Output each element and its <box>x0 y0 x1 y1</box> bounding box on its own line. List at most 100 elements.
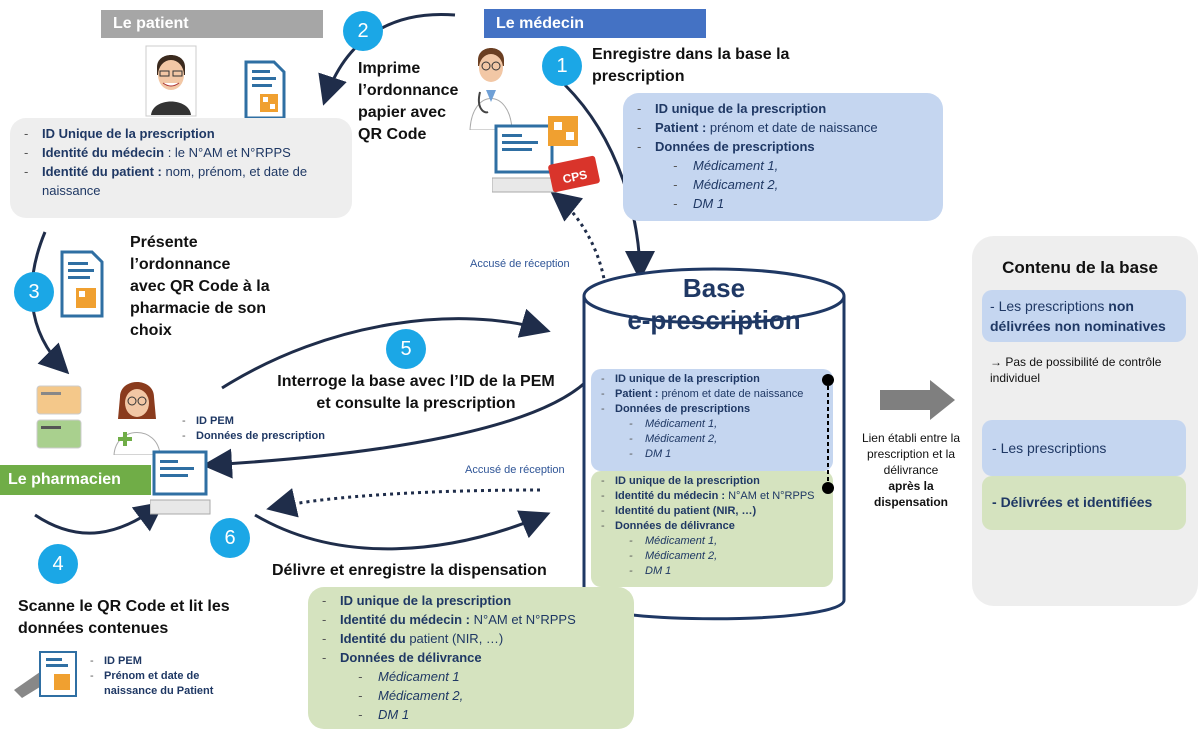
medecin-tag-label: Le médecin <box>496 14 585 32</box>
arrow-step-6 <box>254 510 551 551</box>
base-delivery-box: ID unique de la prescription Identité du… <box>591 471 833 587</box>
contenu-title: Contenu de la base <box>1002 258 1158 277</box>
scan-data-list: ID PEM Prénom et date de naissance du Pa… <box>88 654 238 699</box>
medecin-tag: Le médecin <box>484 9 706 38</box>
pharmacien-tag-label: Le pharmacien <box>8 471 121 488</box>
delivery-box-line-3-key: Identité du <box>340 631 406 646</box>
patient-box-line-3-value: nom, prénom, et date de naissance <box>42 164 308 198</box>
delivery-box-line-1: ID unique de la prescription <box>340 593 512 608</box>
pharmacien-data-list: ID PEM Données de prescription <box>180 414 350 444</box>
scan-data-line-1: ID PEM <box>104 655 142 667</box>
contenu-item-4: Délivrées et identifiées <box>1000 494 1153 510</box>
base-prescription-box: ID unique de la prescription Patient : p… <box>591 369 833 471</box>
patient-box-line-3-key: Identité du patient : <box>42 164 162 179</box>
step-1-badge: 1 <box>542 46 582 86</box>
step-1-text: Enregistre dans la base la prescription <box>592 46 790 85</box>
base-presc-med-2: Médicament 2, <box>645 433 718 445</box>
step-6-text: Délivre et enregistre la dispensation <box>272 562 547 579</box>
medecin-box-line-2-value: prénom et date de naissance <box>706 120 878 135</box>
ack-label-1: Accusé de réception <box>470 258 570 270</box>
base-presc-dm-1: DM 1 <box>645 448 672 460</box>
base-deliv-line-2-value: N°AM et N°RPPS <box>725 490 815 502</box>
step-5-text: Interroge la base avec l’ID de la PEM et… <box>277 373 555 412</box>
medecin-box-line-2-key: Patient : <box>655 120 707 135</box>
base-deliv-med-2: Médicament 2, <box>645 550 718 562</box>
delivery-box-line-3-value: patient (NIR, …) <box>405 631 504 646</box>
base-deliv-line-1: ID unique de la prescription <box>615 475 760 487</box>
step-2-text: Imprime l’ordonnance papier avec QR Code <box>358 60 459 143</box>
contenu-note: → Pas de possibilité de contrôle individ… <box>990 355 1162 385</box>
patient-tag-label: Le patient <box>113 15 189 32</box>
base-deliv-line-3-key: Identité du patient <box>615 505 710 517</box>
step-5-badge: 5 <box>386 329 426 369</box>
patient-box-line-2-value: : le N°AM et N°RPPS <box>164 145 291 160</box>
base-deliv-dm-1: DM 1 <box>645 565 672 577</box>
base-deliv-line-2-key: Identité du médecin : <box>615 490 726 502</box>
contenu-item-3: Les prescriptions <box>1000 440 1107 456</box>
delivery-box-line-4: Données de délivrance <box>340 650 482 665</box>
link-explanation-text: Lien établi entre la prescription et la … <box>861 431 961 477</box>
ack-label-2: Accusé de réception <box>465 464 565 476</box>
arrow-ack-1 <box>550 191 607 286</box>
computer-icon: CPS <box>492 116 600 193</box>
scan-data-line-2: Prénom et date de naissance du Patient <box>104 670 214 697</box>
step-6-badge: 6 <box>210 518 250 558</box>
cps-cards-icon <box>36 385 82 449</box>
contenu-item-1-a: Les prescriptions <box>998 298 1109 314</box>
contenu-item-non-delivrees: - Les prescriptions non délivrées non no… <box>982 290 1186 342</box>
prescription-paper-icon <box>244 60 286 120</box>
step-4-badge: 4 <box>38 544 78 584</box>
contenu-panel: Contenu de la base - Les prescriptions n… <box>972 236 1198 606</box>
doctor-avatar-icon <box>469 48 513 130</box>
cps-label: CPS <box>561 167 588 186</box>
medecin-box-dm-1: DM 1 <box>693 196 725 211</box>
medecin-box-med-2: Médicament 2, <box>693 177 779 192</box>
link-explanation-bold: après la dispensation <box>873 479 948 509</box>
base-presc-med-1: Médicament 1, <box>645 418 718 430</box>
pharmacien-data-line-2: Données de prescription <box>196 430 325 442</box>
prescription-paper-icon-2 <box>60 250 104 318</box>
contenu-item-prescriptions: - Les prescriptions <box>982 420 1186 476</box>
link-explanation: Lien établi entre la prescription et la … <box>856 430 966 510</box>
delivery-box-dm-1: DM 1 <box>378 707 410 722</box>
delivery-box-line-2-key: Identité du médecin : <box>340 612 471 627</box>
base-title-line-2: e-prescription <box>627 305 801 335</box>
step-2-badge: 2 <box>343 11 383 51</box>
pharmacist-avatar-icon <box>113 382 161 455</box>
grey-arrow <box>880 380 955 420</box>
link-connector <box>822 374 834 494</box>
arrow-step-5a <box>221 308 551 390</box>
base-presc-line-2-key: Patient : <box>615 388 659 400</box>
base-title-line-1: Base <box>682 273 746 303</box>
pharmacy-computer-icon <box>150 450 211 515</box>
base-title: Base e-prescription <box>600 272 828 336</box>
base-deliv-line-4: Données de délivrance <box>615 520 735 532</box>
pharmacien-data-line-1: ID PEM <box>196 415 234 427</box>
step-4-text: Scanne le QR Code et lit les données con… <box>18 598 230 637</box>
scanner-icon <box>14 651 77 698</box>
medecin-box-line-3: Données de prescriptions <box>655 139 815 154</box>
patient-box-line-2-key: Identité du médecin <box>42 145 165 160</box>
delivery-box-med-1: Médicament 1 <box>378 669 460 684</box>
pharmacien-tag: Le pharmacien <box>0 465 151 495</box>
medecin-box-med-1: Médicament 1, <box>693 158 779 173</box>
base-deliv-line-3-value: (NIR, …) <box>709 505 757 517</box>
base-presc-line-1: ID unique de la prescription <box>615 373 760 385</box>
contenu-item-1-b: non délivrées non nominatives <box>990 298 1166 334</box>
delivery-data-box: ID unique de la prescription Identité du… <box>308 587 634 729</box>
patient-tag: Le patient <box>101 10 323 38</box>
step-3-text: Présente l’ordonnance avec QR Code à la … <box>130 234 270 339</box>
patient-box-line-1: ID Unique de la prescription <box>42 126 215 141</box>
medecin-box-line-1: ID unique de la prescription <box>655 101 827 116</box>
delivery-box-line-2-value: N°AM et N°RPPS <box>470 612 576 627</box>
medecin-data-box: ID unique de la prescription Patient : p… <box>623 93 943 221</box>
contenu-item-delivrees: - Délivrées et identifiées <box>982 476 1186 530</box>
arrow-step-4 <box>34 501 165 535</box>
base-presc-line-2-value: prénom et date de naissance <box>658 388 804 400</box>
step-3-badge: 3 <box>14 272 54 312</box>
patient-data-box: ID Unique de la prescription Identité du… <box>10 118 352 218</box>
arrow-ack-2 <box>266 488 541 518</box>
base-cylinder-top <box>582 267 846 325</box>
delivery-box-med-2: Médicament 2, <box>378 688 464 703</box>
base-presc-line-3: Données de prescriptions <box>615 403 751 415</box>
